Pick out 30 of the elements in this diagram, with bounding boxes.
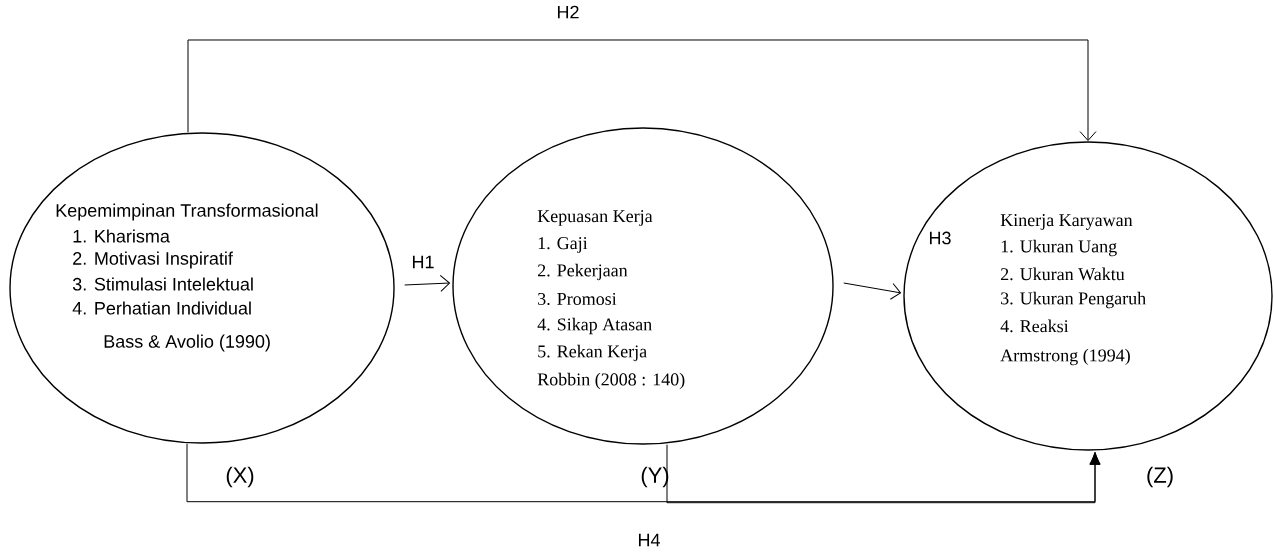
arrow [843, 282, 902, 300]
list-item: 1. Kharisma [73, 229, 170, 243]
list-item: 1. Gaji [538, 237, 588, 253]
list-item: 5. Rekan Kerja [538, 344, 647, 362]
arrow [187, 39, 1097, 142]
list-item: 3. Stimulasi Intelektual [72, 277, 253, 291]
edge-label: H3 [929, 231, 951, 245]
heading: Kepemimpinan Transformasional [56, 203, 318, 221]
list-item: 4. Perhatian Individual [72, 301, 251, 315]
list-item: 2. Ukuran Waktu [1001, 267, 1125, 281]
list-item: 2. Motivasi Inspiratif [73, 251, 233, 269]
arrow [404, 274, 451, 292]
heading: Kepuasan Kerja [537, 210, 653, 226]
citation: Bass & Avolio (1990) [104, 334, 270, 352]
list-item: 4. Sikap Atasan [537, 317, 652, 335]
edge-label: H2 [558, 5, 579, 19]
variable-label: (Y) [641, 466, 669, 488]
list-item: 4. Reaksi [1000, 319, 1069, 333]
edge-label: H1 [413, 255, 434, 269]
variable-label: (X) [226, 466, 254, 488]
list-item: 3. Promosi [538, 292, 617, 306]
citation: Armstrong (1994) [1000, 348, 1130, 366]
heading: Kinerja Karyawan [1000, 214, 1133, 230]
citation: Robbin (2008 : 140) [537, 372, 685, 390]
list-item: 3. Ukuran Pengaruh [1001, 291, 1146, 309]
arrow [666, 444, 1101, 504]
edge-label: H4 [639, 533, 660, 547]
variable-label: (Z) [1147, 466, 1173, 488]
list-item: 1. Ukuran Uang [1001, 239, 1117, 257]
list-item: 2. Pekerjaan [538, 263, 628, 281]
